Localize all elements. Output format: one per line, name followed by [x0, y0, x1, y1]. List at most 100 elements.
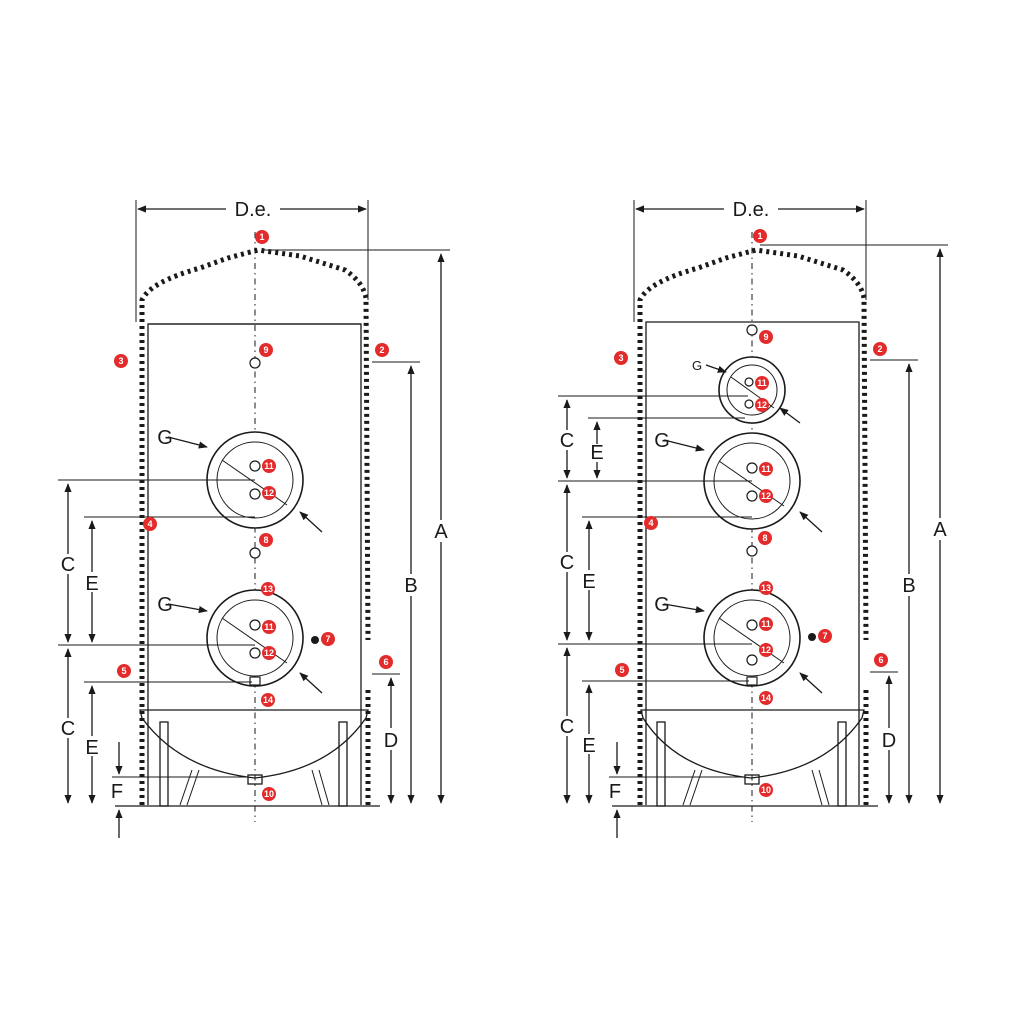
svg-text:8: 8 — [263, 535, 268, 545]
dim-g-lower-label: G — [157, 594, 173, 616]
dim-c-lower-label: C — [560, 716, 574, 738]
dim-d-label: D — [384, 730, 398, 752]
port-12-lower-circle — [249, 647, 261, 659]
connection-badge-13: 13 — [759, 581, 773, 595]
port-12-upper-circle — [746, 490, 758, 502]
connection-badge-11-upper: 11 — [759, 462, 773, 476]
connection-badge-14: 14 — [759, 691, 773, 705]
port-14-stub — [249, 676, 261, 686]
dim-g-lower-label: G — [654, 594, 670, 616]
coil-flange-lower — [703, 589, 801, 687]
svg-text:1: 1 — [259, 232, 264, 242]
svg-text:2: 2 — [379, 345, 384, 355]
connection-badge-5: 5 — [615, 663, 629, 677]
port-8-circle — [746, 545, 758, 557]
svg-text:13: 13 — [761, 583, 771, 593]
svg-text:12: 12 — [757, 400, 767, 410]
dim-g-upper-label: G — [157, 427, 173, 449]
svg-text:8: 8 — [762, 533, 767, 543]
tank-body — [612, 247, 878, 807]
svg-text:5: 5 — [121, 666, 126, 676]
connection-badge-12-upper: 12 — [262, 486, 276, 500]
port-11-lower-circle — [249, 619, 261, 631]
dim-e-upper-label: E — [85, 573, 98, 595]
svg-text:14: 14 — [263, 695, 273, 705]
connection-badge-8: 8 — [259, 533, 273, 547]
connection-badge-3: 3 — [614, 351, 628, 365]
svg-text:7: 7 — [325, 634, 330, 644]
connection-badge-8: 8 — [758, 531, 772, 545]
coil-flange-lower — [206, 589, 304, 687]
dim-c-top-label: C — [560, 430, 574, 452]
svg-text:12: 12 — [761, 491, 771, 501]
connection-badge-13: 13 — [261, 582, 275, 596]
port-8-circle — [249, 547, 261, 559]
connection-badge-7: 7 — [818, 629, 832, 643]
svg-text:11: 11 — [757, 378, 767, 388]
connection-badge-12-lower: 12 — [759, 643, 773, 657]
connection-badge-5: 5 — [117, 664, 131, 678]
svg-text:12: 12 — [761, 645, 771, 655]
svg-text:13: 13 — [263, 584, 273, 594]
dim-de-label: D.e. — [733, 199, 770, 221]
svg-text:11: 11 — [761, 464, 771, 474]
dim-e-lower-label: E — [85, 737, 98, 759]
svg-text:12: 12 — [264, 648, 274, 658]
dim-b-label: B — [404, 575, 417, 597]
connection-badge-11-lower: 11 — [759, 617, 773, 631]
dim-g-upper-label: G — [654, 430, 670, 452]
svg-text:11: 11 — [264, 461, 274, 471]
dim-c-upper-label: C — [560, 552, 574, 574]
port-12-top-circle — [744, 399, 754, 409]
connection-badge-12-lower: 12 — [262, 646, 276, 660]
port-11-upper-circle — [746, 462, 758, 474]
connection-badge-3: 3 — [114, 354, 128, 368]
port-12-upper-circle — [249, 488, 261, 500]
dim-d-label: D — [882, 730, 896, 752]
svg-text:10: 10 — [264, 789, 274, 799]
dim-c-upper-label: C — [61, 554, 75, 576]
svg-text:4: 4 — [648, 518, 653, 528]
connection-badge-11-lower: 11 — [262, 620, 276, 634]
svg-text:4: 4 — [147, 519, 152, 529]
svg-text:6: 6 — [878, 655, 883, 665]
dim-g-top-label: G — [692, 358, 702, 373]
svg-text:5: 5 — [619, 665, 624, 675]
connection-badge-6: 6 — [379, 655, 393, 669]
svg-text:9: 9 — [763, 332, 768, 342]
connection-badge-4: 4 — [644, 516, 658, 530]
connection-badge-12-top: 12 — [755, 398, 769, 412]
connection-badge-9: 9 — [259, 343, 273, 357]
port-7-sensor — [808, 633, 816, 641]
svg-text:9: 9 — [263, 345, 268, 355]
svg-text:10: 10 — [761, 785, 771, 795]
svg-text:11: 11 — [264, 622, 274, 632]
tank-diagram-right: D.e. A B D C E C E — [558, 199, 948, 838]
connection-badge-2: 2 — [873, 342, 887, 356]
connection-badge-10: 10 — [262, 787, 276, 801]
svg-text:6: 6 — [383, 657, 388, 667]
connection-badge-14: 14 — [261, 693, 275, 707]
dim-c-lower-label: C — [61, 718, 75, 740]
svg-text:7: 7 — [822, 631, 827, 641]
port-11-top-circle — [744, 377, 754, 387]
svg-text:14: 14 — [761, 693, 771, 703]
connection-badge-11-upper: 11 — [262, 459, 276, 473]
svg-text:12: 12 — [264, 488, 274, 498]
port-11-lower-circle — [746, 619, 758, 631]
svg-text:3: 3 — [618, 353, 623, 363]
dim-b-label: B — [902, 575, 915, 597]
dim-a-label: A — [933, 519, 947, 541]
svg-text:1: 1 — [757, 231, 762, 241]
coil-flange-top-small — [718, 356, 786, 424]
dim-f-label: F — [111, 781, 123, 803]
connection-badge-1: 1 — [255, 230, 269, 244]
connection-badge-7: 7 — [321, 632, 335, 646]
connection-badge-2: 2 — [375, 343, 389, 357]
dim-e-lower-label: E — [582, 735, 595, 757]
port-7-sensor — [311, 636, 319, 644]
connection-badge-11-top: 11 — [755, 376, 769, 390]
tank-diagram-left: D.e. A B D C C E E — [58, 199, 450, 838]
dim-a-label: A — [434, 521, 448, 543]
